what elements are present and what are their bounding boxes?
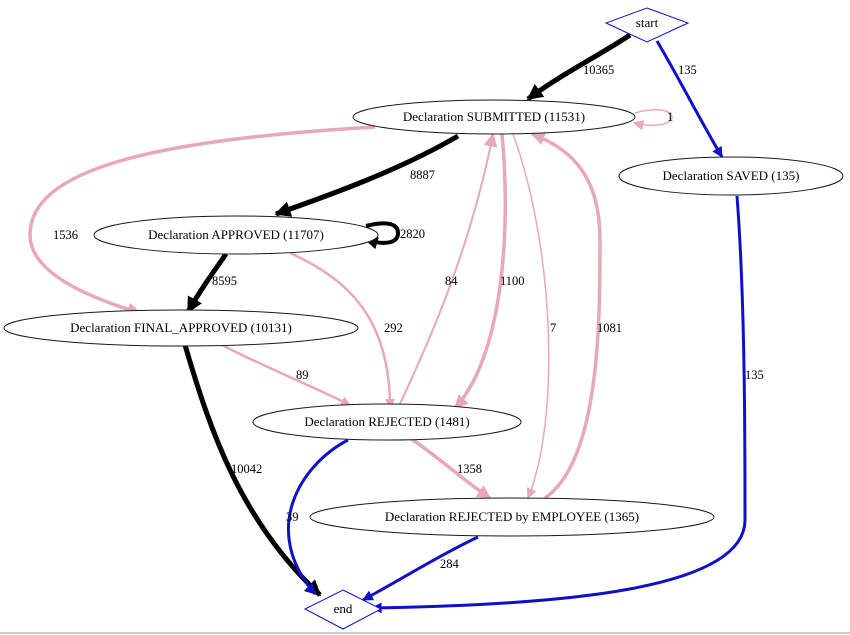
edge-label-submitted-to-rejected-by-employee: 7 — [550, 321, 556, 335]
edge-submitted-to-rejected-by-employee — [512, 133, 550, 499]
start-diamond-shape — [604, 7, 690, 43]
edge-submitted-self — [632, 109, 673, 131]
edge-submitted-to-approved — [274, 133, 460, 217]
edge-label-start-to-saved: 135 — [678, 63, 697, 77]
edge-rejected-by-employee-to-submitted — [530, 131, 602, 500]
end-node-label: end — [334, 601, 353, 616]
rejected-ellipse-shape — [252, 403, 522, 441]
edge-label-submitted-to-final-approved: 1536 — [53, 228, 78, 242]
rejected-by-employee-node-label: Declaration REJECTED by EMPLOYEE (1365) — [385, 509, 639, 524]
node-rejected-by-employee[interactable]: Declaration REJECTED by EMPLOYEE (1365) — [309, 497, 715, 537]
edge-saved-to-end — [370, 195, 747, 614]
edge-label-submitted-self: 1 — [667, 110, 673, 124]
edge-final-approved-to-rejected — [221, 343, 351, 407]
edge-rejected-to-rejected-by-employee — [409, 436, 492, 500]
edge-label-submitted-to-rejected: 1100 — [500, 274, 525, 288]
edge-label-rejected-by-employee-to-end: 284 — [440, 557, 460, 571]
edge-label-rejected-to-submitted: 84 — [445, 274, 458, 288]
node-approved[interactable]: Declaration APPROVED (11707) — [93, 215, 379, 255]
edge-approved-self — [364, 221, 401, 250]
approved-ellipse-shape — [93, 215, 379, 255]
edge-label-rejected-to-rejected-by-employee: 1358 — [457, 462, 482, 476]
start-node-label: start — [636, 15, 659, 30]
edge-final-approved-to-end — [182, 344, 322, 597]
edge-rejected-to-submitted — [397, 132, 498, 409]
edge-label-final-approved-to-end: 10042 — [231, 462, 262, 476]
saved-ellipse-shape — [618, 156, 844, 196]
edge-label-approved-to-final-approved: 8595 — [212, 274, 237, 288]
edge-label-saved-to-end: 135 — [745, 368, 764, 382]
edge-approved-to-rejected — [289, 251, 395, 409]
node-final-approved[interactable]: Declaration FINAL_APPROVED (10131) — [3, 309, 359, 347]
edge-submitted-to-final-approved — [28, 125, 376, 317]
edge-label-rejected-to-end: 39 — [286, 510, 299, 524]
edge-label-submitted-to-approved: 8887 — [410, 168, 435, 182]
approved-node-label: Declaration APPROVED (11707) — [148, 227, 324, 242]
edge-label-start-to-submitted: 10365 — [583, 63, 614, 77]
edge-approved-to-final-approved — [185, 252, 229, 314]
final-approved-ellipse-shape — [3, 309, 359, 347]
edge-label-final-approved-to-rejected: 89 — [296, 368, 309, 382]
final-approved-node-label: Declaration FINAL_APPROVED (10131) — [70, 320, 292, 335]
submitted-ellipse-shape — [352, 99, 636, 135]
node-start[interactable]: start — [604, 7, 690, 43]
saved-node-label: Declaration SAVED (135) — [663, 168, 800, 183]
edge-rejected-by-employee-to-end — [362, 535, 479, 602]
edge-submitted-to-rejected — [453, 133, 508, 410]
node-submitted[interactable]: Declaration SUBMITTED (11531) — [352, 99, 636, 135]
submitted-node-label: Declaration SUBMITTED (11531) — [403, 109, 585, 124]
node-saved[interactable]: Declaration SAVED (135) — [618, 156, 844, 196]
edge-start-to-submitted — [526, 32, 632, 102]
rejected-node-label: Declaration REJECTED (1481) — [304, 414, 469, 429]
rejected-by-employee-ellipse-shape — [309, 497, 715, 537]
end-diamond-shape — [303, 589, 383, 630]
edge-label-approved-to-rejected: 292 — [384, 321, 403, 335]
edge-rejected-to-end — [286, 438, 349, 595]
node-end[interactable]: end — [303, 589, 383, 630]
node-rejected[interactable]: Declaration REJECTED (1481) — [252, 403, 522, 441]
edge-start-to-saved — [655, 40, 724, 158]
edge-label-rejected-by-employee-to-submitted: 1081 — [597, 321, 622, 335]
edge-label-approved-self: 2820 — [400, 227, 425, 241]
